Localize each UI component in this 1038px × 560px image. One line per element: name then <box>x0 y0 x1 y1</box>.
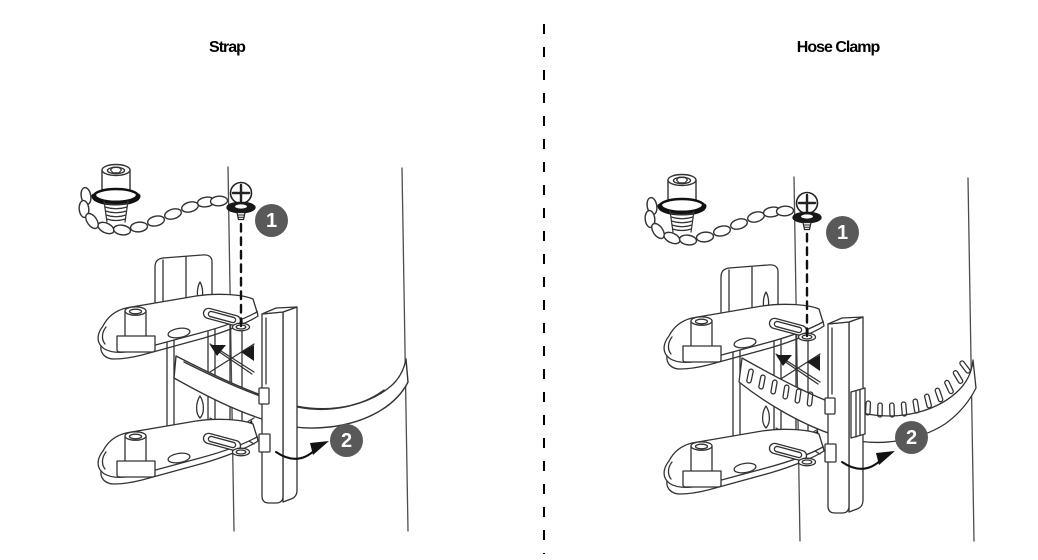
callout-2-badge: 2 <box>895 421 928 454</box>
mounting-bracket-frame <box>720 264 821 459</box>
strap-panel-title: Strap <box>209 39 246 56</box>
cap-with-chain-icon <box>644 175 793 246</box>
callout-1-badge: 1 <box>255 204 288 237</box>
hose-clamp-housing <box>850 387 866 439</box>
bracket-top-plate <box>97 293 259 360</box>
strap-diagram <box>78 165 409 532</box>
panel-divider-dashed-line <box>543 24 545 554</box>
callout-2-badge: 2 <box>330 424 363 457</box>
screw-with-washer-icon <box>225 181 257 221</box>
screw-with-washer-icon <box>791 191 823 231</box>
clamp-bar <box>258 306 298 504</box>
bracket-bottom-plate <box>97 418 259 485</box>
mounting-bracket-frame <box>154 254 255 449</box>
callout-1-badge: 1 <box>826 216 859 249</box>
hose-clamp-panel-title: Hose Clamp <box>796 39 880 56</box>
hose-clamp-diagram <box>644 175 977 542</box>
cap-with-chain-icon <box>78 165 227 236</box>
bracket-bottom-plate <box>663 428 825 495</box>
pole <box>793 176 975 542</box>
